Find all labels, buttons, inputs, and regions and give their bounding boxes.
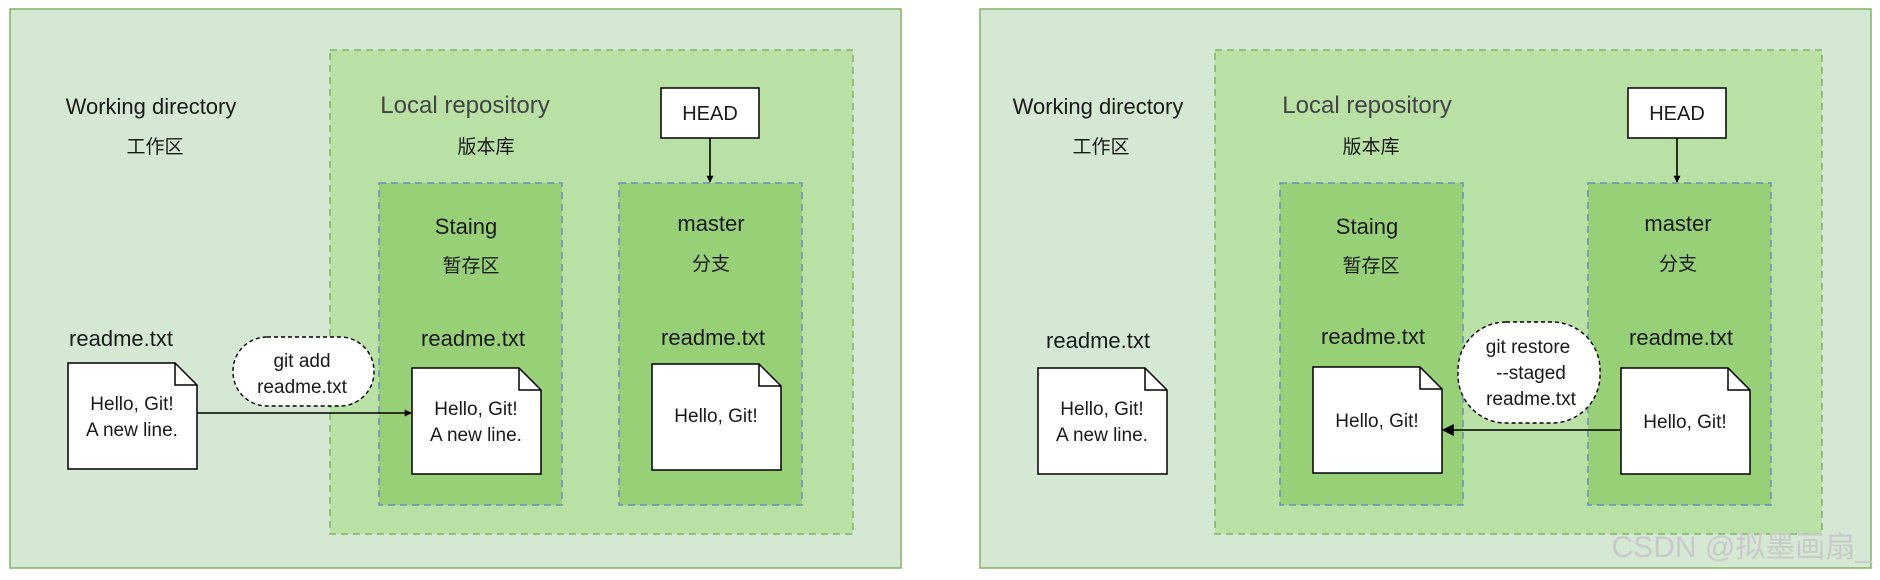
staging-file-line-1: Hello, Git! [1335, 411, 1418, 432]
staging-file-line-2: A new line. [430, 425, 522, 446]
git-add-command-bubble [232, 336, 375, 407]
working-directory-title: Working directory [66, 94, 237, 119]
master-file-doc-icon [1620, 367, 1751, 475]
work-file-doc-icon [67, 362, 198, 470]
master-subtitle: 分支 [1659, 253, 1697, 275]
work-file-doc-icon [1037, 367, 1168, 475]
working-directory-subtitle: 工作区 [1072, 136, 1129, 158]
staging-file-line-1: Hello, Git! [434, 399, 517, 420]
panel-git-restore-staged: Working directory 工作区 Local repository 版… [979, 8, 1872, 569]
watermark: CSDN @拟墨画扇_ [1612, 531, 1874, 564]
staging-file-name: readme.txt [1321, 324, 1425, 349]
master-file-name: readme.txt [661, 325, 765, 350]
git-restore-command-line-3: readme.txt [1486, 389, 1576, 410]
staging-subtitle: 暂存区 [1342, 255, 1399, 277]
working-directory-title: Working directory [1013, 94, 1184, 119]
git-restore-command-bubble [1457, 321, 1601, 424]
master-title: master [677, 211, 744, 236]
head-box [1627, 87, 1727, 139]
git-add-command-line-1: git add [273, 351, 330, 372]
head-label: HEAD [682, 103, 738, 125]
git-add-command-line-2: readme.txt [257, 377, 347, 398]
staging-title: Staing [1336, 214, 1398, 239]
local-repository-title: Local repository [380, 92, 549, 119]
staging-subtitle: 暂存区 [442, 255, 499, 277]
master-file-doc-icon [651, 363, 782, 471]
work-file-line-2: A new line. [1056, 425, 1148, 446]
master-subtitle: 分支 [692, 253, 730, 275]
work-file-line-2: A new line. [86, 420, 178, 441]
panel-git-add: Working directory 工作区 Local repository 版… [9, 8, 902, 569]
local-repository-subtitle: 版本库 [457, 136, 514, 158]
local-repository-title: Local repository [1282, 92, 1451, 119]
local-repository-subtitle: 版本库 [1342, 136, 1399, 158]
work-file-line-1: Hello, Git! [1060, 399, 1143, 420]
head-label: HEAD [1649, 103, 1705, 125]
master-title: master [1644, 211, 1711, 236]
work-file-line-1: Hello, Git! [90, 394, 173, 415]
working-directory-subtitle: 工作区 [126, 136, 183, 158]
head-box [660, 87, 760, 139]
git-restore-command-line-1: git restore [1486, 337, 1570, 358]
master-file-line-1: Hello, Git! [674, 406, 757, 427]
staging-title: Staing [435, 214, 497, 239]
work-file-name: readme.txt [69, 326, 173, 351]
master-file-line-1: Hello, Git! [1643, 412, 1726, 433]
git-restore-command-line-2: --staged [1496, 363, 1566, 384]
work-file-name: readme.txt [1046, 328, 1150, 353]
staging-file-doc-icon [411, 367, 542, 475]
staging-file-name: readme.txt [421, 326, 525, 351]
master-file-name: readme.txt [1629, 325, 1733, 350]
